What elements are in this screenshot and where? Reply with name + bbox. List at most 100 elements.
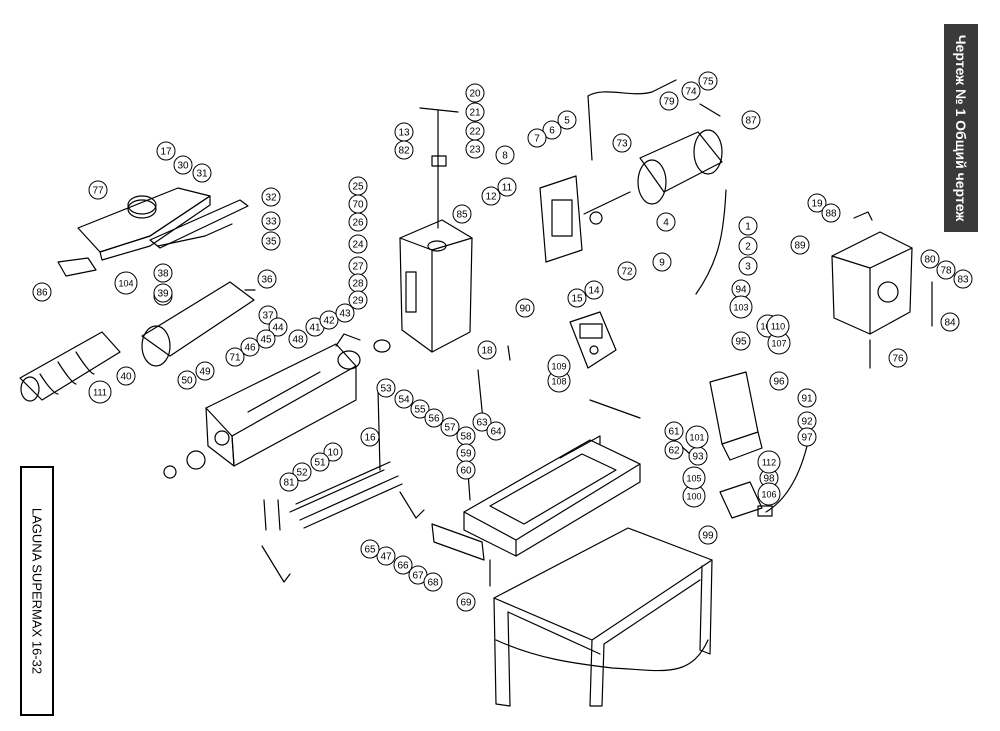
part-number-label: 106 (761, 490, 776, 500)
part-number-label: 35 (265, 237, 277, 248)
part-number-label: 110 (771, 322, 785, 332)
part-number-label: 64 (490, 427, 502, 438)
callout-circle (292, 462, 312, 482)
part-callout: 62 (664, 440, 684, 460)
callout-circle (790, 235, 810, 255)
part-callout: 84 (940, 312, 960, 332)
part-number-label: 2 (745, 242, 751, 253)
part-number-label: 68 (427, 578, 439, 589)
callout-circle (617, 261, 637, 281)
part-number-label: 76 (892, 354, 904, 365)
part-callout: 22 (465, 121, 485, 141)
part-number-label: 29 (352, 296, 364, 307)
callout-circle (757, 450, 781, 474)
callout-circle (348, 234, 368, 254)
callout-circle (664, 440, 684, 460)
part-callout: 88 (821, 203, 841, 223)
base-frame (289, 435, 641, 557)
part-number-label: 77 (92, 186, 104, 197)
part-number-label: 79 (663, 97, 675, 108)
callout-circle (410, 399, 430, 419)
part-callout: 61 (664, 421, 684, 441)
sanding-drum (141, 281, 256, 367)
part-callout: 95 (731, 331, 751, 351)
part-callout: 74 (681, 81, 701, 101)
part-number-label: 11 (502, 183, 513, 194)
part-number-label: 75 (702, 77, 714, 88)
part-callout: 30 (173, 155, 193, 175)
part-number-label: 16 (364, 433, 376, 444)
part-number-label: 58 (460, 432, 472, 443)
callout-circle (348, 290, 368, 310)
part-callout: 92 (797, 411, 817, 431)
part-callout: 94 (731, 279, 751, 299)
part-callout: 26 (348, 212, 368, 232)
part-number-label: 21 (469, 108, 481, 119)
callout-circle (682, 466, 706, 490)
callout-circle (953, 269, 973, 289)
part-callout: 40 (116, 366, 136, 386)
callout-circle (698, 525, 718, 545)
part-callout: 29 (348, 290, 368, 310)
callout-circle (797, 427, 817, 447)
part-number-label: 33 (265, 217, 277, 228)
part-callout: 91 (797, 388, 817, 408)
callout-circle (465, 83, 485, 103)
part-number-label: 1 (745, 222, 751, 233)
callout-circle (177, 370, 197, 390)
part-number-label: 4 (663, 218, 669, 229)
part-number-label: 43 (339, 309, 351, 320)
part-callout: 69 (456, 592, 476, 612)
part-callout: 24 (348, 234, 368, 254)
callout-circle (940, 312, 960, 332)
part-callout: 32 (261, 187, 281, 207)
part-number-label: 90 (519, 304, 531, 315)
callout-circle (698, 71, 718, 91)
part-number-label: 67 (412, 571, 424, 582)
callout-circle (310, 452, 330, 472)
callout-circle (261, 187, 281, 207)
part-callout: 70 (348, 194, 368, 214)
part-callout: 25 (348, 176, 368, 196)
callout-circle (584, 280, 604, 300)
callout-circle (757, 482, 781, 506)
part-callout: 12 (481, 186, 501, 206)
callout-circle (477, 340, 497, 360)
drum-cover-assembly (57, 187, 249, 277)
part-callout: 36 (257, 269, 277, 289)
part-number-label: 69 (460, 598, 472, 609)
callout-circle (376, 546, 396, 566)
part-callout: 97 (797, 427, 817, 447)
part-number-label: 37 (262, 311, 274, 322)
part-number-label: 72 (621, 267, 633, 278)
part-number-label: 55 (414, 405, 426, 416)
callout-circle (88, 380, 112, 404)
part-callout: 67 (408, 565, 428, 585)
part-number-label: 24 (352, 240, 364, 251)
callout-circle (261, 231, 281, 251)
part-number-label: 41 (309, 323, 321, 334)
part-number-label: 40 (120, 372, 132, 383)
part-callout: 19 (807, 193, 827, 213)
callout-circle (394, 389, 414, 409)
callout-circle (766, 314, 790, 338)
part-number-label: 98 (763, 474, 775, 485)
part-number-label: 93 (692, 452, 704, 463)
part-number-label: 82 (398, 146, 410, 157)
callout-circle (936, 260, 956, 280)
callout-circle (335, 303, 355, 323)
part-number-label: 83 (957, 275, 969, 286)
part-callout: 8 (495, 145, 515, 165)
part-number-label: 15 (571, 294, 583, 305)
callout-circle (323, 442, 343, 462)
callout-circle (114, 271, 138, 295)
part-number-label: 78 (940, 266, 952, 277)
part-callout: 31 (192, 163, 212, 183)
part-number-label: 63 (476, 418, 488, 429)
callout-circle (156, 141, 176, 161)
callout-circle (465, 139, 485, 159)
callout-circle (288, 329, 308, 349)
part-callout: 93 (688, 446, 708, 466)
